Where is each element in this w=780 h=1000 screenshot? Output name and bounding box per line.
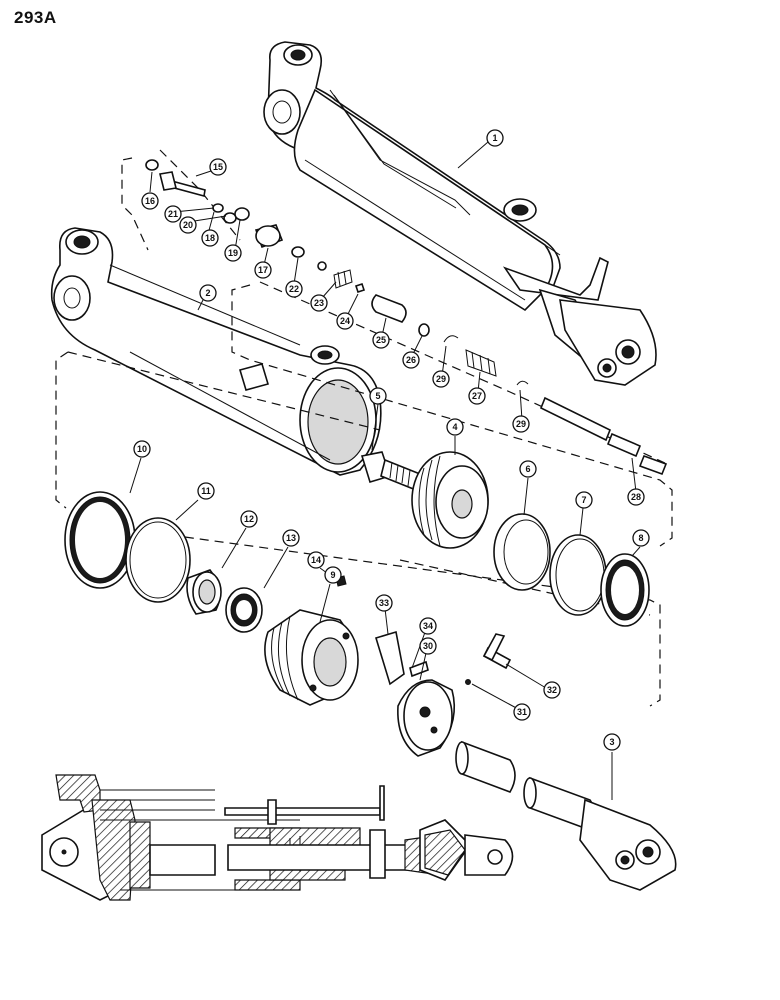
assembled-cylinder [263, 41, 657, 386]
callout-18: 18 [201, 229, 219, 247]
callout-label: 10 [137, 444, 147, 454]
callout-label: 27 [472, 391, 482, 401]
callout-label: 22 [289, 284, 299, 294]
callout-label: 29 [516, 419, 526, 429]
callout-label: 19 [228, 248, 238, 258]
callout-label: 23 [314, 298, 324, 308]
callout-7: 7 [575, 491, 593, 509]
callout-34: 34 [419, 617, 437, 635]
callout-4: 4 [446, 418, 464, 436]
callout-30: 30 [419, 637, 437, 655]
callout-28: 28 [627, 488, 645, 506]
callout-26: 26 [402, 351, 420, 369]
callout-label: 18 [205, 233, 215, 243]
callout-label: 30 [423, 641, 433, 651]
callout-1: 1 [486, 129, 504, 147]
callout-label: 25 [376, 335, 386, 345]
piston-group [360, 451, 650, 627]
callout-label: 4 [452, 422, 457, 432]
callout-25: 25 [372, 331, 390, 349]
callout-label: 15 [213, 162, 223, 172]
gland-group [64, 491, 512, 757]
callout-label: 20 [183, 220, 193, 230]
callout-11: 11 [197, 482, 215, 500]
callout-label: 34 [423, 621, 433, 631]
callout-label: 31 [517, 707, 527, 717]
callout-label: 29 [436, 374, 446, 384]
callout-29-lower: 29 [512, 415, 530, 433]
cylinder-barrel [50, 227, 382, 476]
callout-13: 13 [282, 529, 300, 547]
callout-31: 31 [513, 703, 531, 721]
callout-label: 7 [581, 495, 586, 505]
callout-label: 13 [286, 533, 296, 543]
callout-label: 28 [631, 492, 641, 502]
callout-label: 3 [609, 737, 614, 747]
small-parts [145, 159, 668, 476]
callout-label: 32 [547, 685, 557, 695]
callout-23: 23 [310, 294, 328, 312]
callout-3: 3 [603, 733, 621, 751]
rod-and-clevis [455, 740, 677, 891]
callout-6: 6 [519, 460, 537, 478]
callout-27: 27 [468, 387, 486, 405]
callout-label: 26 [406, 355, 416, 365]
callout-10: 10 [133, 440, 151, 458]
callout-16: 16 [141, 192, 159, 210]
callout-label: 6 [525, 464, 530, 474]
callout-19: 19 [224, 244, 242, 262]
callout-label: 21 [168, 209, 178, 219]
callout-9: 9 [324, 566, 342, 584]
callout-15: 15 [209, 158, 227, 176]
sectional-view [41, 774, 514, 901]
callout-5: 5 [369, 387, 387, 405]
callout-33: 33 [375, 594, 393, 612]
callout-label: 9 [330, 570, 335, 580]
callout-label: 33 [379, 598, 389, 608]
callout-2: 2 [199, 284, 217, 302]
callout-14: 14 [307, 551, 325, 569]
callout-label: 11 [201, 486, 211, 496]
callout-label: 12 [244, 514, 254, 524]
callout-12: 12 [240, 510, 258, 528]
callout-21: 21 [164, 205, 182, 223]
callout-24: 24 [336, 312, 354, 330]
callout-20: 20 [179, 216, 197, 234]
callout-32: 32 [543, 681, 561, 699]
callout-label: 5 [375, 391, 380, 401]
callout-label: 16 [145, 196, 155, 206]
callout-29-upper: 29 [432, 370, 450, 388]
callout-17: 17 [254, 261, 272, 279]
callout-8: 8 [632, 529, 650, 547]
callout-label: 14 [311, 555, 321, 565]
callout-label: 8 [638, 533, 643, 543]
callout-label: 2 [205, 288, 210, 298]
callout-label: 1 [492, 133, 497, 143]
page-title: 293A [14, 8, 57, 27]
callout-22: 22 [285, 280, 303, 298]
callout-label: 17 [258, 265, 268, 275]
callout-label: 24 [340, 316, 350, 326]
